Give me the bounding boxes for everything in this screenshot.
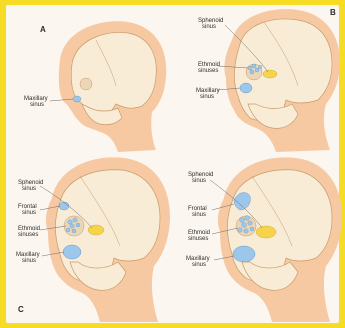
- panel-d-sphenoid-sinus: [256, 226, 276, 238]
- panel-a-maxillary-label-2: sinus: [30, 102, 44, 108]
- panel-c-maxillary-sinus: [63, 245, 81, 259]
- panel-b-sphenoid-sinus: [263, 70, 277, 78]
- panel-b-maxillary-label-2: sinus: [200, 94, 214, 100]
- panel-a: A Maxillary sinus: [24, 21, 166, 152]
- panel-c-sphenoid-label-2: sinus: [22, 186, 36, 192]
- panel-c-ethmoid-label-2: sinuses: [18, 232, 38, 238]
- panel-a-maxillary-sinus: [73, 96, 81, 102]
- panel-a-skull: [71, 32, 156, 114]
- panel-d-maxillary-label-2: sinus: [192, 262, 206, 268]
- panel-c-maxillary-label-2: sinus: [22, 258, 36, 264]
- panel-c-frontal-sinus: [59, 202, 69, 210]
- panel-b: B Sphenoid sinus Ethmoid sinuses M: [196, 8, 340, 152]
- panel-b-letter: B: [330, 8, 336, 17]
- panel-b-ethmoid-label-2: sinuses: [198, 68, 218, 74]
- panel-b-maxillary-sinus: [240, 83, 252, 93]
- panel-a-orbit: [80, 78, 92, 90]
- panel-c-frontal-label-2: sinus: [22, 210, 36, 216]
- panel-d-frontal-label-2: sinus: [192, 212, 206, 218]
- panel-d: Sphenoid sinus Frontal sinus Ethmoid sin…: [186, 157, 342, 322]
- panel-d-maxillary-sinus: [233, 246, 255, 262]
- panel-a-letter: A: [40, 25, 46, 34]
- panel-c: C Sphenoid sinus Frontal: [16, 157, 170, 322]
- panel-d-sphenoid-label-2: sinus: [192, 178, 206, 184]
- panel-d-ethmoid-label-2: sinuses: [188, 236, 208, 242]
- panel-c-letter: C: [18, 305, 24, 314]
- panel-b-sphenoid-label-2: sinus: [202, 24, 216, 30]
